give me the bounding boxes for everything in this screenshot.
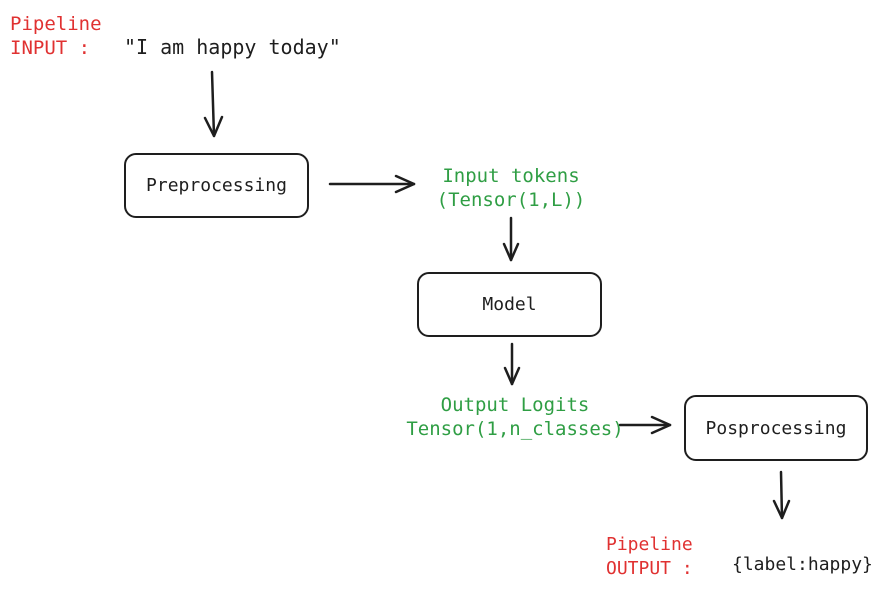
pipeline-output-title-line2: OUTPUT : (606, 558, 693, 579)
posprocessing-box: Posprocessing (684, 395, 868, 461)
arrow-posprocessing-to-output (772, 470, 791, 520)
arrow-model-to-logits (503, 342, 521, 386)
output-logits-line2: Tensor(1,n_classes) (406, 418, 624, 440)
pipeline-output-value: {label:happy} (732, 554, 873, 575)
pipeline-output-title-line1: Pipeline (606, 534, 693, 555)
model-label: Model (482, 294, 537, 315)
arrow-input-to-preprocessing (203, 70, 224, 138)
preprocessing-label: Preprocessing (146, 175, 287, 196)
output-logits-label: Output Logits Tensor(1,n_classes) (405, 393, 625, 441)
arrow-preprocessing-to-tokens (328, 174, 416, 194)
input-tokens-line2: (Tensor(1,L)) (436, 189, 586, 211)
input-tokens-label: Input tokens (Tensor(1,L)) (422, 164, 600, 212)
output-logits-line1: Output Logits (440, 394, 590, 416)
preprocessing-box: Preprocessing (124, 153, 309, 218)
posprocessing-label: Posprocessing (705, 417, 847, 439)
arrow-logits-to-posprocessing (618, 415, 672, 435)
pipeline-input-title-line2: INPUT : (10, 37, 91, 59)
pipeline-input-value: "I am happy today" (124, 35, 341, 59)
pipeline-input-title: Pipeline INPUT : (10, 12, 102, 60)
model-box: Model (417, 272, 602, 337)
pipeline-input-title-line1: Pipeline (10, 13, 102, 35)
input-tokens-line1: Input tokens (442, 165, 580, 187)
pipeline-output-title: Pipeline OUTPUT : (606, 533, 693, 581)
arrow-tokens-to-model (502, 216, 520, 262)
